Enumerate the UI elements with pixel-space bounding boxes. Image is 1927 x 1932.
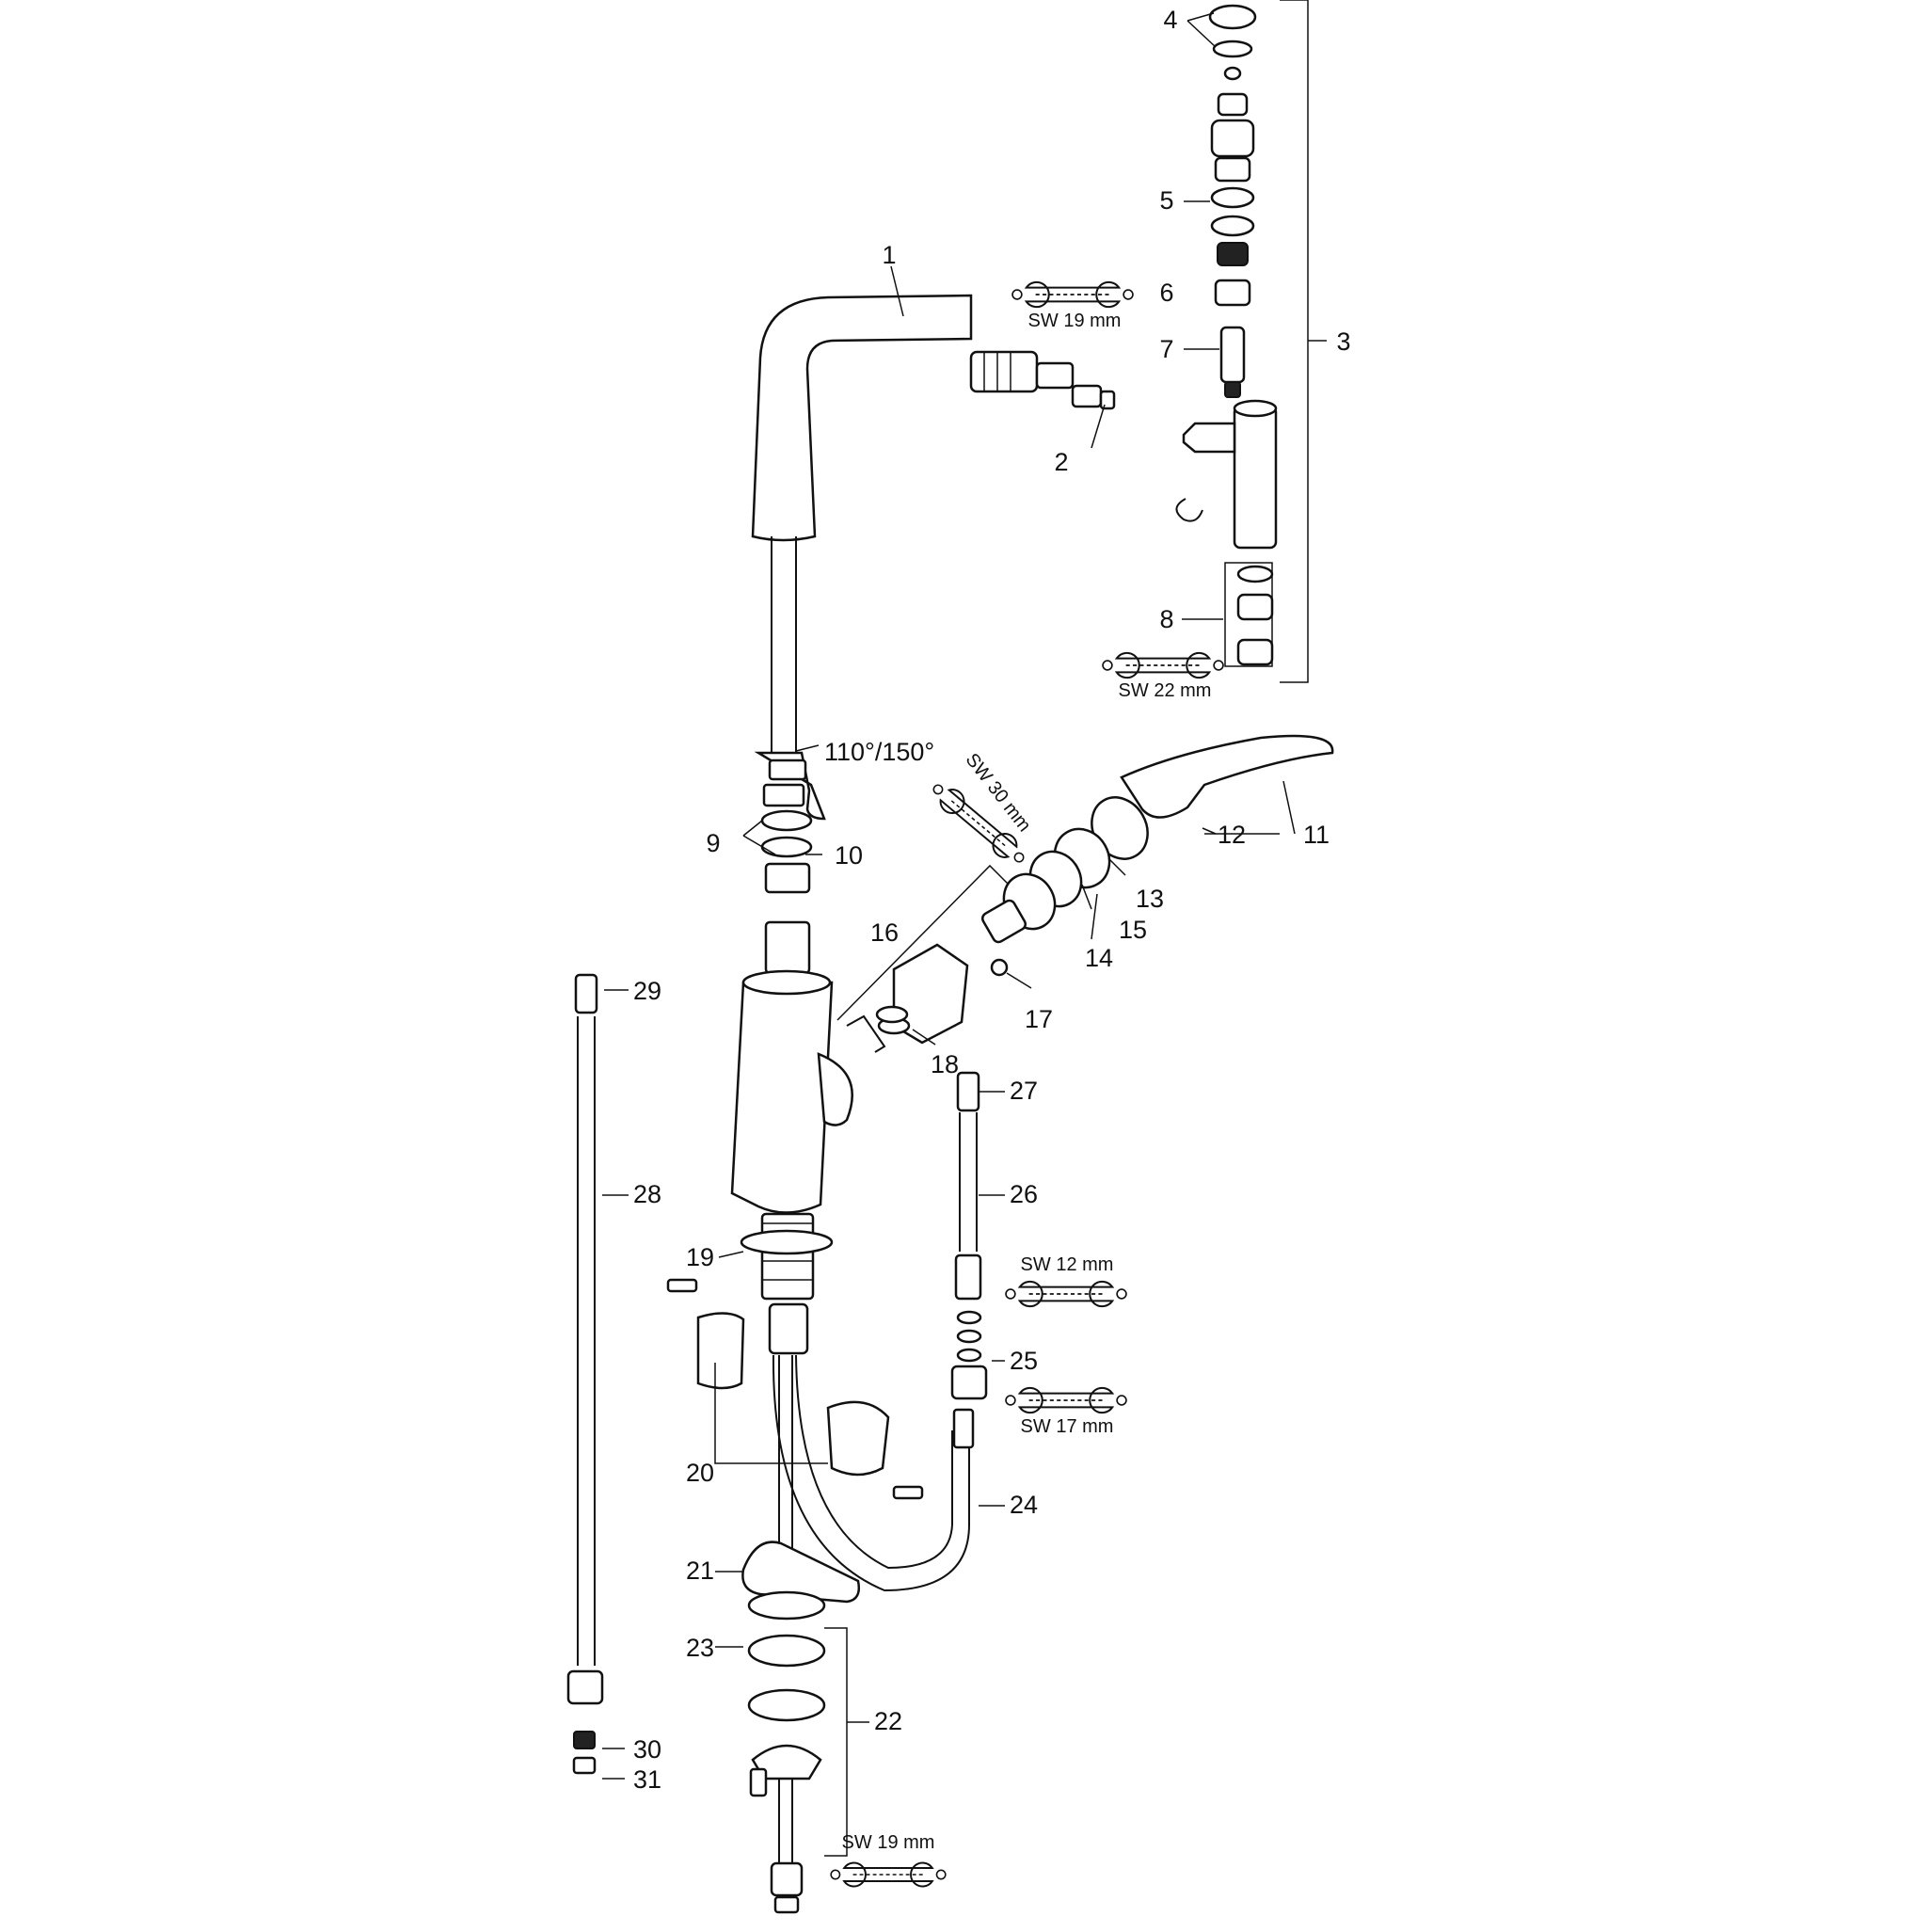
wrench-icon: [1005, 1280, 1127, 1308]
part-label: 25: [1010, 1347, 1038, 1375]
part-label: 14: [1085, 944, 1113, 972]
part-label: 8: [1159, 605, 1173, 633]
part-label: 26: [1010, 1180, 1038, 1208]
part-label: 28: [633, 1180, 661, 1208]
part-label: 16: [870, 918, 899, 947]
part-label: 1: [882, 241, 896, 269]
part-label: 22: [874, 1707, 902, 1735]
wrench-size-label: SW 12 mm: [1021, 1254, 1114, 1275]
faucet-body: [730, 751, 853, 1355]
part-label: 7: [1159, 335, 1173, 363]
fixing-parts: [666, 1278, 975, 1914]
swivel-angle-label: 110°/150°: [824, 738, 934, 766]
part-label: 11: [1303, 821, 1330, 849]
part-label: 24: [1010, 1491, 1038, 1519]
spout-connector: [969, 350, 1039, 393]
wrench-icon: [830, 1861, 947, 1888]
part-label: 15: [1119, 916, 1147, 944]
wrench-icon: [1102, 651, 1224, 679]
wrench-icon: [1005, 1386, 1127, 1414]
wrench-size-label: SW 19 mm: [1028, 311, 1122, 331]
wrench-size-label: SW 19 mm: [842, 1832, 935, 1853]
supply-hoses: [566, 973, 988, 1775]
part-label: 10: [835, 841, 863, 870]
part-label: 4: [1163, 6, 1177, 34]
part-label: 5: [1159, 186, 1173, 215]
part-labels: 1 2 3 4 5 6 7 8 9 10 11 12 13 14 15 16 1…: [633, 6, 1351, 1794]
part-label: 2: [1054, 448, 1068, 476]
part-label: 30: [633, 1735, 661, 1764]
handle-assembly: [836, 734, 1334, 1053]
part-label: 17: [1025, 1005, 1053, 1033]
part-label: 19: [686, 1243, 714, 1271]
part-label: 27: [1010, 1077, 1038, 1105]
aerator-stack: [1175, 4, 1278, 667]
part-label: 12: [1218, 821, 1246, 849]
wrench-size-label: SW 17 mm: [1021, 1416, 1114, 1437]
part-label: 29: [633, 977, 661, 1005]
wrench-icon: [1011, 280, 1134, 309]
part-label: 6: [1159, 279, 1173, 307]
part-label: 18: [931, 1050, 959, 1078]
part-label: 20: [686, 1459, 714, 1487]
part-label: 13: [1136, 885, 1164, 913]
part-label: 9: [706, 829, 720, 857]
leader-lines: [602, 0, 1327, 1857]
part-label: 23: [686, 1634, 714, 1662]
spout-part: [751, 294, 1116, 753]
part-label: 3: [1336, 327, 1350, 356]
part-label: 31: [633, 1765, 661, 1794]
part-label: 21: [686, 1557, 714, 1585]
wrench-size-label: SW 22 mm: [1119, 680, 1212, 701]
